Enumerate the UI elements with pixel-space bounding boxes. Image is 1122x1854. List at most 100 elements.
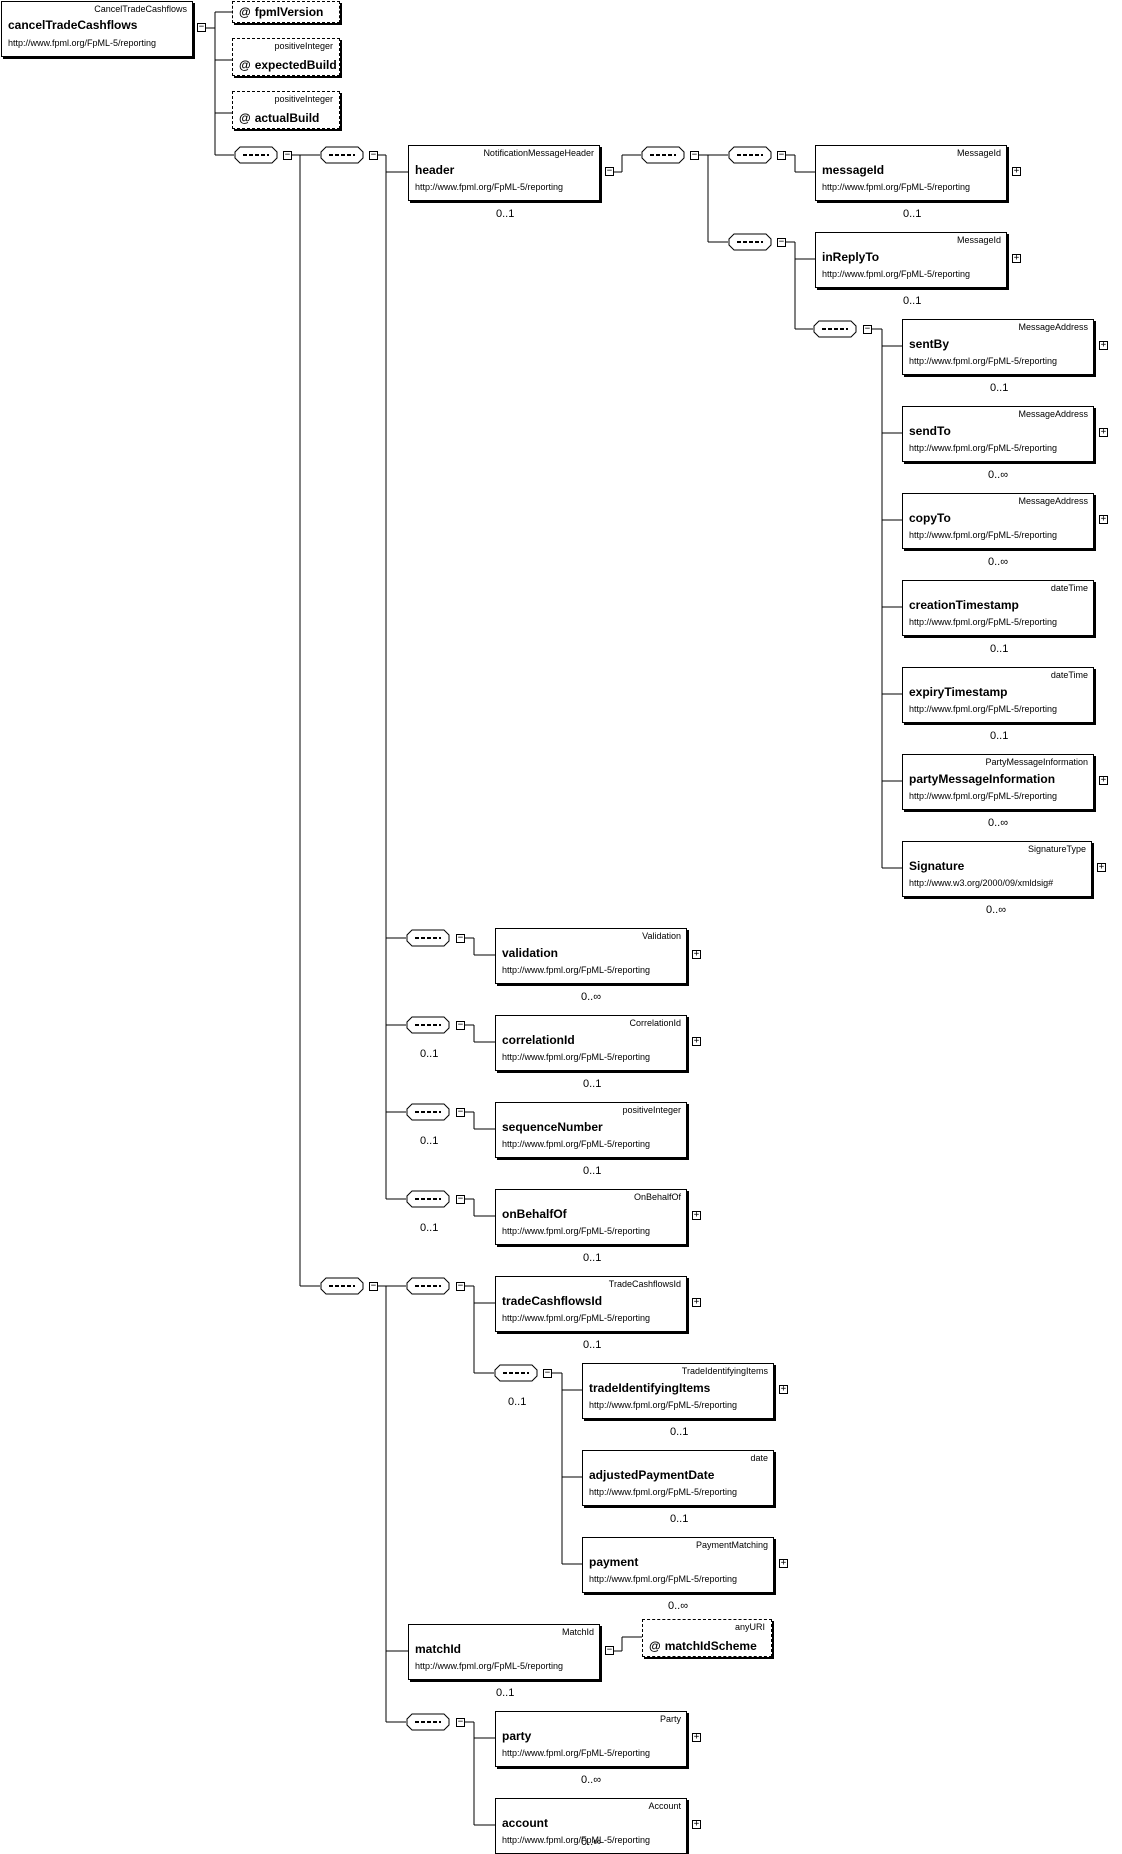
sequence-compositor[interactable]	[641, 146, 685, 164]
sequence-compositor[interactable]	[320, 1277, 364, 1295]
element-cardinality: 0..∞	[988, 469, 1009, 481]
sequence-compositor[interactable]	[728, 233, 772, 251]
sequence-compositor[interactable]	[406, 1277, 450, 1295]
collapse-toggle[interactable]: −	[283, 150, 292, 160]
expand-toggle[interactable]: +	[692, 1297, 701, 1307]
collapse-toggle[interactable]: −	[456, 1281, 465, 1291]
element-cardinality: 0..1	[990, 382, 1009, 394]
element-sentby[interactable]: MessageAddress sentBy http://www.fpml.or…	[902, 319, 1094, 375]
collapse-toggle[interactable]: −	[690, 150, 699, 160]
element-type: dateTime	[1050, 670, 1088, 680]
sequence-cardinality: 0..1	[420, 1222, 439, 1234]
element-cardinality: 0..1	[670, 1426, 689, 1438]
collapse-toggle[interactable]: −	[456, 1717, 465, 1727]
attribute-expectedbuild[interactable]: positiveInteger @expectedBuild	[232, 38, 340, 76]
sequence-compositor[interactable]	[406, 1713, 450, 1731]
element-name: sentBy	[909, 337, 950, 351]
element-validation[interactable]: Validation validation http://www.fpml.or…	[495, 928, 687, 984]
attribute-actualbuild[interactable]: positiveInteger @actualBuild	[232, 91, 340, 129]
element-name: account	[502, 1816, 549, 1830]
element-name: creationTimestamp	[909, 598, 1019, 612]
attribute-matchidscheme[interactable]: anyURI @matchIdScheme	[642, 1619, 772, 1657]
element-onbehalfof[interactable]: OnBehalfOf onBehalfOf http://www.fpml.or…	[495, 1189, 687, 1245]
expand-toggle[interactable]: +	[692, 1210, 701, 1220]
element-partymessageinformation[interactable]: PartyMessageInformation partyMessageInfo…	[902, 754, 1094, 810]
element-header[interactable]: NotificationMessageHeader header http://…	[408, 145, 600, 201]
expand-toggle[interactable]: +	[779, 1558, 788, 1568]
element-namespace: http://www.fpml.org/FpML-5/reporting	[589, 1574, 738, 1584]
collapse-toggle[interactable]: −	[605, 166, 614, 176]
element-creationtimestamp[interactable]: dateTime creationTimestamp http://www.fp…	[902, 580, 1094, 636]
expand-toggle[interactable]: +	[692, 949, 701, 959]
element-namespace: http://www.fpml.org/FpML-5/reporting	[822, 269, 971, 279]
element-adjustedpaymentdate[interactable]: date adjustedPaymentDate http://www.fpml…	[582, 1450, 774, 1506]
element-name: tradeCashflowsId	[502, 1294, 603, 1308]
expand-toggle[interactable]: +	[1012, 166, 1021, 176]
collapse-toggle[interactable]: −	[456, 1194, 465, 1204]
expand-toggle[interactable]: +	[1099, 514, 1108, 524]
element-cardinality: 0..∞	[581, 1774, 602, 1786]
element-type: OnBehalfOf	[633, 1192, 681, 1202]
sequence-compositor[interactable]	[406, 1190, 450, 1208]
element-namespace: http://www.fpml.org/FpML-5/reporting	[502, 1139, 651, 1149]
collapse-toggle[interactable]: −	[863, 324, 872, 334]
expand-toggle[interactable]: +	[1099, 340, 1108, 350]
element-type: MessageAddress	[1018, 496, 1088, 506]
element-namespace: http://www.fpml.org/FpML-5/reporting	[502, 1313, 651, 1323]
expand-toggle[interactable]: +	[692, 1036, 701, 1046]
element-namespace: http://www.fpml.org/FpML-5/reporting	[909, 791, 1058, 801]
element-matchid[interactable]: MatchId matchId http://www.fpml.org/FpML…	[408, 1624, 600, 1680]
root-element[interactable]: CancelTradeCashflows cancelTradeCashflow…	[1, 1, 193, 57]
sequence-compositor[interactable]	[813, 320, 857, 338]
element-payment[interactable]: PaymentMatching payment http://www.fpml.…	[582, 1537, 774, 1593]
element-name: party	[502, 1729, 532, 1743]
sequence-compositor[interactable]	[406, 1103, 450, 1121]
element-expirytimestamp[interactable]: dateTime expiryTimestamp http://www.fpml…	[902, 667, 1094, 723]
collapse-toggle[interactable]: −	[777, 237, 786, 247]
attribute-type: anyURI	[734, 1622, 765, 1632]
element-inreplyto[interactable]: MessageId inReplyTo http://www.fpml.org/…	[815, 232, 1007, 288]
element-namespace: http://www.w3.org/2000/09/xmldsig#	[909, 878, 1054, 888]
sequence-compositor[interactable]	[494, 1364, 538, 1382]
expand-toggle[interactable]: +	[1099, 427, 1108, 437]
element-type: CorrelationId	[629, 1018, 681, 1028]
element-messageid[interactable]: MessageId messageId http://www.fpml.org/…	[815, 145, 1007, 201]
sequence-compositor[interactable]	[406, 1016, 450, 1034]
element-type: PartyMessageInformation	[985, 757, 1088, 767]
collapse-toggle[interactable]: −	[777, 150, 786, 160]
sequence-compositor[interactable]	[234, 146, 278, 164]
sequence-compositor[interactable]	[320, 146, 364, 164]
element-cardinality: 0..∞	[581, 991, 602, 1003]
expand-toggle[interactable]: +	[1097, 862, 1106, 872]
element-tradeidentifyingitems[interactable]: TradeIdentifyingItems tradeIdentifyingIt…	[582, 1363, 774, 1419]
collapse-toggle[interactable]: −	[197, 22, 206, 32]
collapse-toggle[interactable]: −	[543, 1368, 552, 1378]
expand-toggle[interactable]: +	[779, 1384, 788, 1394]
element-sequencenumber[interactable]: positiveInteger sequenceNumber http://ww…	[495, 1102, 687, 1158]
element-sendto[interactable]: MessageAddress sendTo http://www.fpml.or…	[902, 406, 1094, 462]
expand-toggle[interactable]: +	[692, 1819, 701, 1829]
attribute-name: fpmlVersion	[254, 5, 324, 19]
element-copyto[interactable]: MessageAddress copyTo http://www.fpml.or…	[902, 493, 1094, 549]
sequence-compositor[interactable]	[406, 929, 450, 947]
element-party[interactable]: Party party http://www.fpml.org/FpML-5/r…	[495, 1711, 687, 1767]
expand-toggle[interactable]: +	[1012, 253, 1021, 263]
element-account[interactable]: Account account http://www.fpml.org/FpML…	[495, 1798, 687, 1854]
element-signature[interactable]: SignatureType Signature http://www.w3.or…	[902, 841, 1092, 897]
element-tradecashflowsid[interactable]: TradeCashflowsId tradeCashflowsId http:/…	[495, 1276, 687, 1332]
attribute-fpmlversion[interactable]: @fpmlVersion	[232, 1, 340, 23]
collapse-toggle[interactable]: −	[456, 1020, 465, 1030]
element-namespace: http://www.fpml.org/FpML-5/reporting	[502, 1748, 651, 1758]
collapse-toggle[interactable]: −	[605, 1645, 614, 1655]
element-namespace: http://www.fpml.org/FpML-5/reporting	[909, 443, 1058, 453]
element-cardinality: 0..1	[496, 1687, 515, 1699]
sequence-compositor[interactable]	[728, 146, 772, 164]
collapse-toggle[interactable]: −	[456, 933, 465, 943]
collapse-toggle[interactable]: −	[456, 1107, 465, 1117]
expand-toggle[interactable]: +	[692, 1732, 701, 1742]
collapse-toggle[interactable]: −	[369, 150, 378, 160]
collapse-toggle[interactable]: −	[369, 1281, 378, 1291]
element-correlationid[interactable]: CorrelationId correlationId http://www.f…	[495, 1015, 687, 1071]
expand-toggle[interactable]: +	[1099, 775, 1108, 785]
element-cardinality: 0..∞	[581, 1836, 602, 1848]
